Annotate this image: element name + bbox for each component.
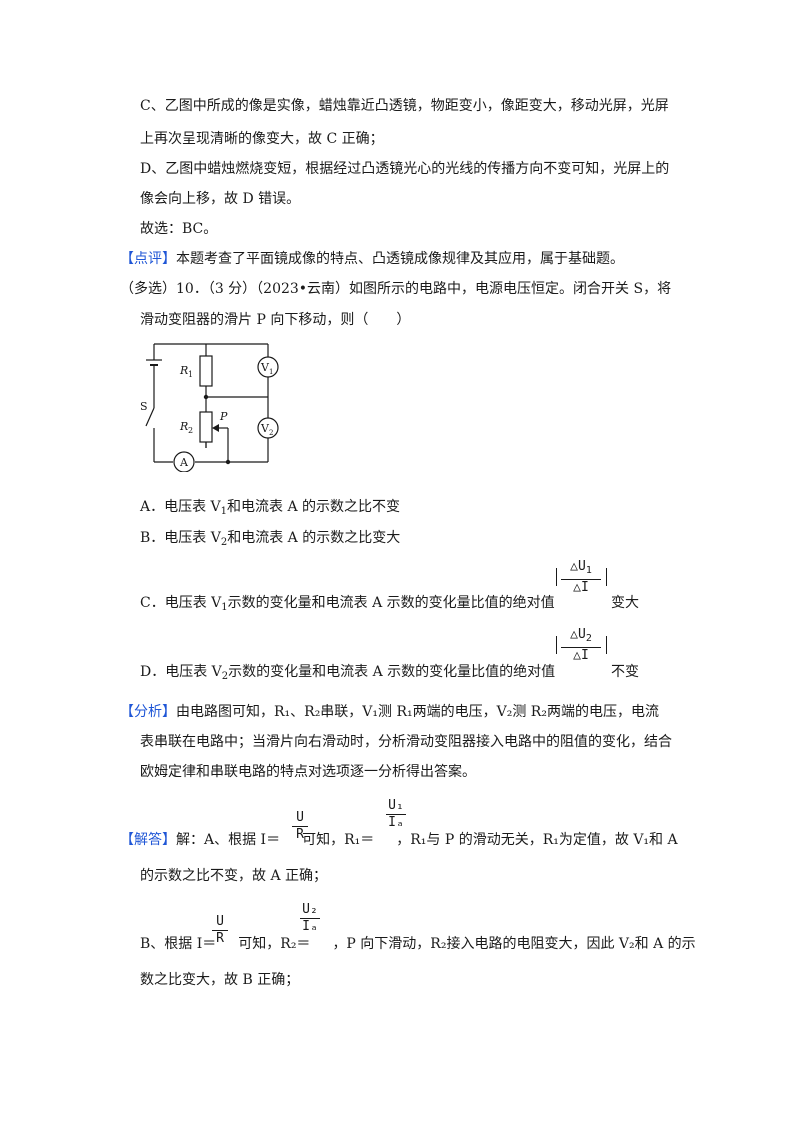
answer-b-line-2: 数之比变大，故 B 正确；	[140, 972, 300, 988]
option-c: C．电压表 V1示数的变化量和电流表 A 示数的变化量比值的绝对值	[140, 595, 555, 613]
label-v1: V	[260, 361, 270, 374]
voltmeter-v2	[257, 417, 279, 439]
switch-blade	[145, 407, 155, 427]
answer-b-line-1: B、根据 I＝可知，R₂＝，P 向下滑动，R₂接入电路的电阻变大，因此 V₂和 …	[140, 936, 696, 952]
answer-tag: 【解答】	[120, 832, 176, 848]
question-header: （多选）10．（3 分）（2023•云南）如图所示的电路中，电源电压恒定。闭合开…	[120, 281, 672, 297]
label-r1: R	[179, 364, 188, 377]
slider-arrow	[212, 424, 219, 432]
label-r2: R	[179, 420, 188, 433]
option-c-fraction: △U1 △I	[561, 559, 601, 596]
analysis-line-3: 欧姆定律和串联电路的特点对选项逐一分析得出答案。	[140, 764, 476, 780]
junction-dot	[225, 459, 231, 465]
answer-a-line-1: 【解答】解：A、根据 I＝可知，R₁＝，R₁与 P 的滑动无关，R₁为定值，故 …	[120, 832, 678, 848]
voltmeter-v1	[257, 356, 279, 378]
circuit-diagram: R 1 R 2 V 1 V 2 A S P	[140, 343, 279, 472]
solution-line-c-1: C、乙图中所成的像是实像，蜡烛靠近凸透镜，物距变小，像距变大，移动光屏，光屏	[140, 98, 669, 114]
abs-bar-left	[556, 636, 557, 654]
option-d-fraction: △U2 △I	[561, 627, 601, 664]
resistor-r2	[199, 411, 213, 443]
label-v2: V	[260, 422, 270, 435]
abs-bar-right	[606, 636, 607, 654]
label-switch: S	[140, 400, 148, 413]
junction-dot	[203, 394, 209, 400]
review-tag: 【点评】	[120, 251, 176, 267]
solution-line-d-2: 像会向上移，故 D 错误。	[140, 191, 301, 207]
label-v2-sub: 2	[269, 429, 273, 437]
review-text: 本题考查了平面镜成像的特点、凸透镜成像规律及其应用，属于基础题。	[176, 251, 624, 267]
ammeter	[173, 451, 195, 472]
analysis-line-2: 表串联在电路中；当滑片向右滑动时，分析滑动变阻器接入电路中的阻值的变化，结合	[140, 734, 672, 750]
abs-bar-left	[556, 568, 557, 586]
option-d: D．电压表 V2示数的变化量和电流表 A 示数的变化量比值的绝对值	[140, 664, 556, 682]
label-r1-sub: 1	[188, 370, 193, 379]
analysis-tag: 【分析】	[120, 704, 176, 720]
option-c-tail: 变大	[611, 595, 639, 611]
option-b: B．电压表 V2和电流表 A 的示数之比变大	[140, 530, 401, 548]
label-v1-sub: 1	[269, 368, 273, 376]
option-d-tail: 不变	[611, 664, 639, 680]
solution-line-d-1: D、乙图中蜡烛燃烧变短，根据经过凸透镜光心的光线的传播方向不变可知，光屏上的	[140, 161, 670, 177]
final-choice: 故选：BC。	[140, 221, 218, 237]
review-line: 【点评】本题考查了平面镜成像的特点、凸透镜成像规律及其应用，属于基础题。	[120, 249, 624, 269]
analysis-line-1: 【分析】由电路图可知，R₁、R₂串联，V₁测 R₁两端的电压，V₂测 R₂两端的…	[120, 704, 659, 720]
label-ammeter: A	[179, 456, 189, 469]
resistor-r1	[199, 355, 213, 387]
abs-bar-right	[606, 568, 607, 586]
label-r2-sub: 2	[188, 426, 193, 435]
answer-a-line-2: 的示数之比不变，故 A 正确；	[140, 868, 328, 884]
option-a: A．电压表 V1和电流表 A 的示数之比不变	[140, 499, 401, 517]
question-stem: 滑动变阻器的滑片 P 向下移动，则（ ）	[140, 312, 411, 328]
label-slider: P	[219, 410, 228, 423]
solution-line-c-2: 上再次呈现清晰的像变大，故 C 正确；	[140, 131, 384, 147]
